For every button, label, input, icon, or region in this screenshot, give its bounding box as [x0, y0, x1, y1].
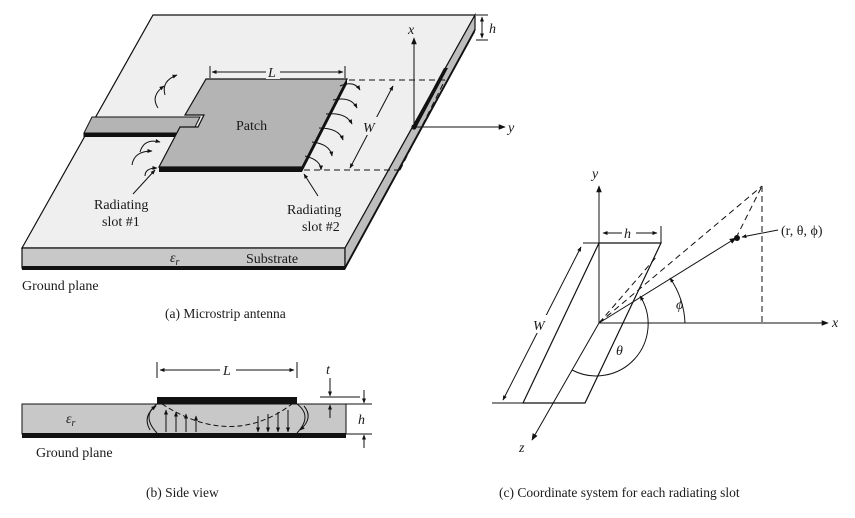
substrate-label: Substrate	[246, 252, 298, 267]
projection-to-top	[598, 185, 763, 324]
theta-arc	[571, 295, 649, 377]
axis-y-label-c: y	[590, 167, 599, 182]
point-label: (r, θ, ϕ)	[781, 224, 823, 239]
axis-x-label: x	[407, 23, 415, 38]
fringing-fields-slot1	[131, 74, 178, 177]
patch-label: Patch	[236, 119, 267, 134]
side-fringing-fields	[146, 403, 309, 434]
panel-b-side-view: L t h εr Ground plane (b) Side	[21, 362, 372, 500]
width-label: W	[363, 121, 376, 136]
side-slot	[412, 68, 448, 128]
phi-label: ϕ	[676, 298, 683, 313]
side-epsilon-label: εr	[66, 412, 76, 429]
panel-c-coordinate-system: y x z h W (r, θ, ϕ) ϕ θ (c) Coordinate s…	[492, 167, 839, 500]
h-label-c: h	[624, 227, 631, 242]
observation-point	[734, 235, 740, 241]
fringing-fields-slot2	[304, 83, 361, 171]
length-label: L	[267, 66, 276, 81]
epsilon-label: εr	[170, 251, 180, 268]
radial-vector	[598, 237, 737, 324]
projection-to-z	[598, 254, 659, 324]
patch-front-edge	[159, 167, 302, 172]
theta-label: θ	[616, 344, 623, 359]
axis-z-line-c	[531, 322, 600, 441]
h-label-side: h	[358, 413, 365, 428]
caption-a: (a) Microstrip antenna	[165, 306, 286, 321]
slot2-label-line2: slot #2	[302, 220, 340, 235]
slot1-leader	[132, 169, 156, 195]
slot2-leader	[303, 173, 319, 197]
point-leader	[741, 229, 779, 239]
ground-plane-label-a: Ground plane	[22, 279, 99, 294]
ground-plane-label-b: Ground plane	[36, 446, 113, 461]
feed-line-edge	[84, 133, 192, 137]
side-patch	[157, 397, 297, 404]
w-projection-diag	[399, 79, 446, 171]
ground-plane-layer	[22, 266, 345, 270]
slot1-label-line2: slot #1	[102, 215, 140, 230]
side-ground-plane	[22, 433, 346, 438]
axis-z-label-c: z	[518, 441, 525, 456]
t-label: t	[326, 363, 331, 378]
phi-arc	[669, 277, 686, 324]
patch-side-edge	[302, 79, 347, 172]
axis-x-label-c: x	[831, 316, 839, 331]
slot2-label-line1: Radiating	[287, 203, 341, 218]
side-length-label: L	[222, 364, 231, 379]
w-label-c: W	[533, 319, 546, 334]
thickness-label: h	[489, 22, 496, 37]
slot1-label-line1: Radiating	[94, 198, 148, 213]
projection-top-link	[735, 185, 763, 239]
caption-b: (b) Side view	[146, 485, 219, 500]
panel-a-microstrip-antenna: Patch L W	[20, 12, 515, 321]
caption-c: (c) Coordinate system for each radiating…	[499, 485, 740, 500]
axis-y-label: y	[506, 121, 515, 136]
